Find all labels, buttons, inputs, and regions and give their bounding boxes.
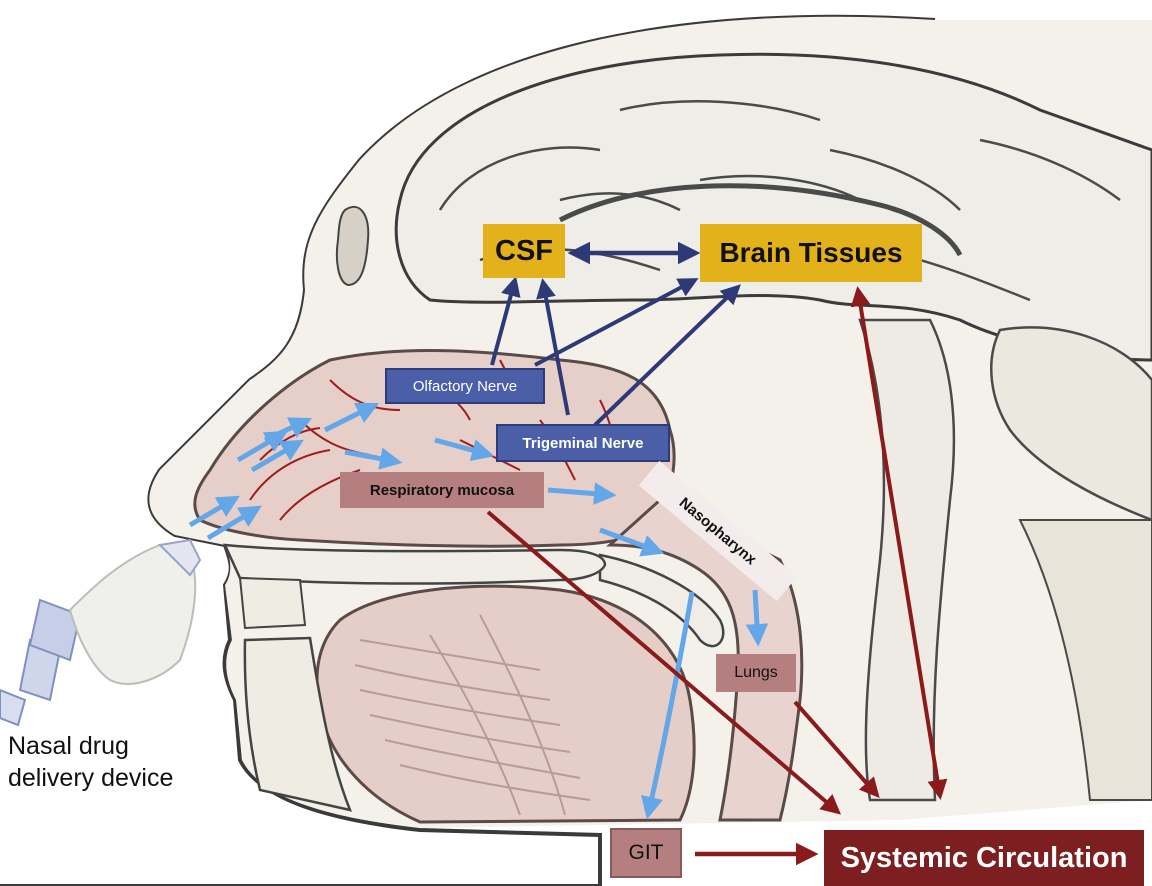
trigeminal-nerve-box: Trigeminal Nerve (496, 424, 670, 462)
nasal-spray-device-illustration (0, 538, 202, 727)
arrow-olfactory-to-csf (490, 276, 521, 366)
csf-box: CSF (483, 224, 565, 278)
arrow-olfactory-to-brain (534, 278, 699, 367)
arrow-trigeminal-to-brain (593, 284, 741, 427)
brain-tissues-box: Brain Tissues (700, 224, 922, 282)
cerebellum (990, 326, 1152, 522)
brain (394, 52, 1152, 362)
git-label: GIT (628, 841, 664, 864)
lungs-box: Lungs (716, 654, 796, 692)
deposition-arrows (188, 402, 769, 820)
frontal-sinus (335, 205, 370, 287)
trigeminal-nerve-label: Trigeminal Nerve (522, 434, 644, 452)
hard-palate (222, 543, 607, 585)
olfactory-nerve-box: Olfactory Nerve (385, 368, 545, 404)
device-caption: Nasal drug delivery device (8, 730, 173, 794)
csf-label: CSF (495, 234, 553, 267)
systemic-circulation-label: Systemic Circulation (840, 841, 1128, 874)
brain-tissues-label: Brain Tissues (719, 237, 903, 268)
arrow-brain-systemic-bidirectional (850, 286, 948, 800)
arrow-mucosa-to-systemic (486, 510, 842, 815)
cervical-spine (1018, 519, 1152, 801)
git-box: GIT (610, 828, 682, 878)
respiratory-mucosa-box: Respiratory mucosa (340, 472, 544, 508)
soft-palate (598, 553, 725, 648)
lungs-label: Lungs (734, 664, 778, 681)
respiratory-mucosa-label: Respiratory mucosa (369, 481, 515, 499)
device-caption-line1: Nasal drug (8, 732, 129, 760)
upper-teeth (238, 576, 307, 630)
lower-jaw (243, 636, 353, 812)
arrow-trigeminal-to-csf (536, 278, 570, 416)
olfactory-nerve-label: Olfactory Nerve (412, 377, 518, 395)
device-caption-line2: delivery device (8, 764, 174, 792)
systemic-circulation-box: Systemic Circulation (824, 830, 1144, 886)
corpus-callosum (558, 183, 963, 257)
tongue-muscle-striations (354, 614, 591, 816)
